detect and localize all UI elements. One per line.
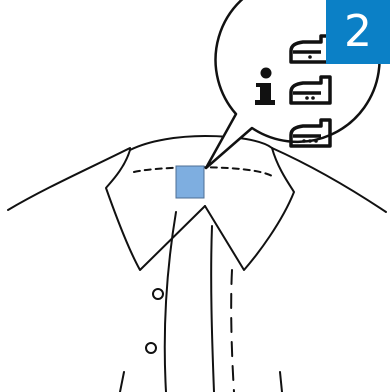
body-left xyxy=(120,372,124,392)
button-upper xyxy=(153,289,163,299)
shirt-shoulder-left xyxy=(8,148,130,210)
placket-right xyxy=(211,226,214,392)
button-lower xyxy=(146,343,156,353)
placket-stitch xyxy=(231,270,234,392)
care-label xyxy=(176,166,204,198)
collar-right xyxy=(205,148,294,270)
step-number: 2 xyxy=(326,4,390,60)
step-badge: 2 xyxy=(326,0,390,64)
collar-band xyxy=(130,136,272,150)
body-right xyxy=(280,372,282,392)
